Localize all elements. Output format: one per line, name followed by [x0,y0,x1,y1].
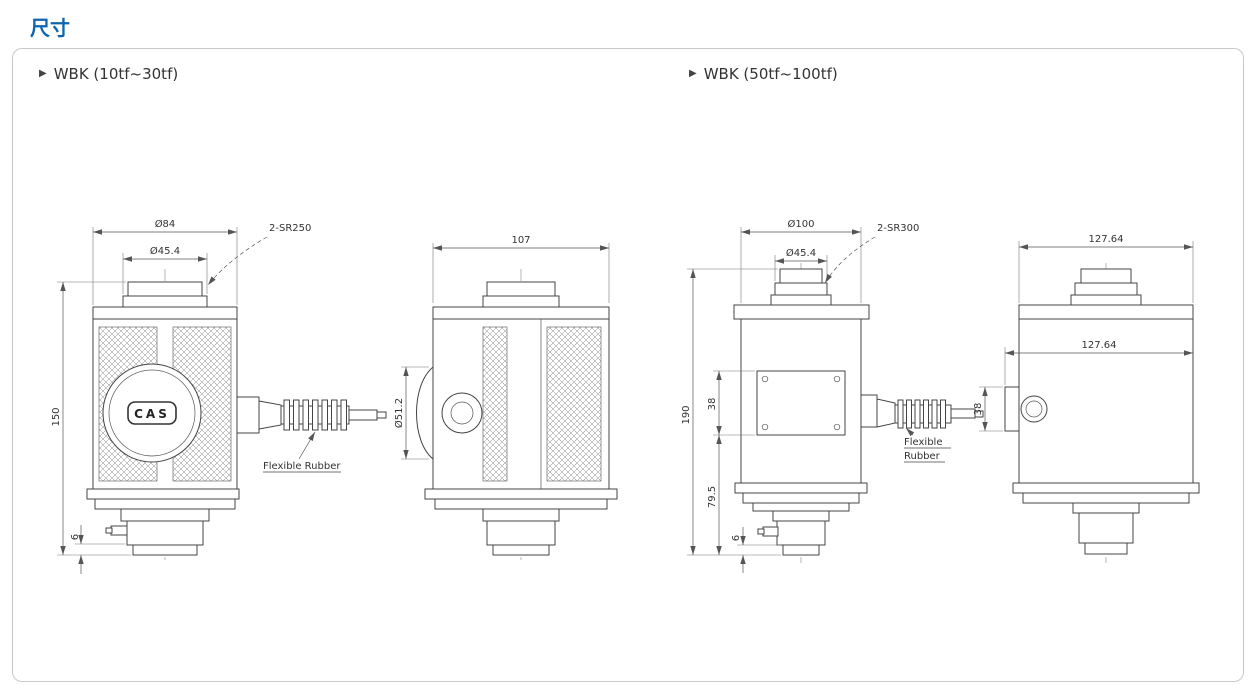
dim-label-side-boss-dia: Ø51.2 [393,398,405,428]
top-cap [432,281,610,320]
dim-side-width: 107 [432,235,610,303]
triangle-bullet-icon: ▶ [39,68,47,79]
cable-label-line2: Rubber [904,451,941,462]
dim-sphere-radius: 2-SR250 [207,223,311,286]
section-header-wbk-large: ▶ WBK (50tf~100tf) [689,65,838,83]
front-view: CAS [86,269,387,563]
dim-label-top-outer: Ø84 [155,218,176,230]
dim-height: 150 [51,281,131,556]
body [740,318,862,484]
dim-label-sphere-radius: 2-SR300 [877,223,919,234]
junction-plate [756,370,846,436]
bottom-cap [424,488,618,556]
boss-hole [1020,395,1048,423]
dim-plate-height: 38 [707,370,755,436]
front-view [733,263,984,563]
cable-callout: Flexible Rubber [263,431,341,473]
dim-label-side-width-top: 127.64 [1089,234,1124,245]
cable-assembly [236,396,387,434]
section-header-wbk-small: ▶ WBK (10tf~30tf) [39,65,178,83]
dim-label-plate-height: 38 [707,398,718,411]
dim-label-bottom-step: 6 [70,534,81,540]
section-label: WBK (50tf~100tf) [703,65,838,83]
clamp-screw [762,526,779,537]
cable-label: Flexible Rubber [263,461,341,472]
dim-top-inner: Ø45.4 [122,245,208,294]
dim-height: 190 [681,268,781,556]
section-label: WBK (10tf~30tf) [53,65,179,83]
wbk-large-drawing: Ø100 Ø45.4 2-SR300 190 [681,218,1200,573]
clamp-screw [110,525,128,536]
dim-top-outer: Ø84 [92,218,238,305]
top-cap [733,268,870,320]
cas-logo-text: CAS [134,407,170,421]
side-view [1004,263,1200,563]
dim-bottom-step: 6 [731,527,781,573]
dim-label-top-inner: Ø45.4 [786,247,816,259]
body [416,318,610,490]
dim-label-side-boss-height: 38 [973,403,984,416]
dim-lower-height: 79.5 [707,435,722,555]
dim-side-width-mid: 127.64 [1004,340,1193,385]
top-cap [1018,268,1194,320]
dimensions-panel: ▶ WBK (10tf~30tf) ▶ WBK (50tf~100tf) [12,48,1244,682]
dim-side-boss-dia: Ø51.2 [393,366,429,460]
dim-label-top-outer: Ø100 [788,218,815,230]
dim-top-inner: Ø45.4 [774,247,828,281]
cable-label-line1: Flexible [904,437,942,448]
dim-side-width-top: 127.64 [1018,234,1194,303]
bottom-cap [86,488,240,556]
body [1004,318,1194,484]
dim-top-outer: Ø100 [740,218,862,303]
boss-box [1004,386,1020,432]
dim-label-lower-height: 79.5 [707,486,718,508]
cable-assembly [860,394,984,429]
boss-hole [441,392,483,434]
dim-label-top-inner: Ø45.4 [150,245,180,257]
dim-bottom-step: 6 [70,525,125,574]
dim-label-height: 150 [51,407,62,426]
dim-sphere-radius: 2-SR300 [824,223,919,284]
dim-label-side-width-mid: 127.64 [1082,340,1117,351]
cable-boss-profile [416,365,434,461]
dim-label-side-width: 107 [511,235,530,246]
side-view [416,269,618,563]
dim-label-sphere-radius: 2-SR250 [269,223,311,234]
wbk-small-drawing: CAS [51,218,618,574]
bottom-cap [734,482,868,556]
triangle-bullet-icon: ▶ [689,68,697,79]
cable-callout: Flexible Rubber [904,427,951,463]
page-title: 尺寸 [30,16,70,40]
dim-label-bottom-step: 6 [731,535,742,541]
cas-logo: CAS [127,401,177,425]
bottom-cap [1012,482,1200,555]
top-cap [92,281,238,320]
dim-side-boss-height: 38 [973,386,1003,432]
dim-label-height: 190 [681,405,692,424]
